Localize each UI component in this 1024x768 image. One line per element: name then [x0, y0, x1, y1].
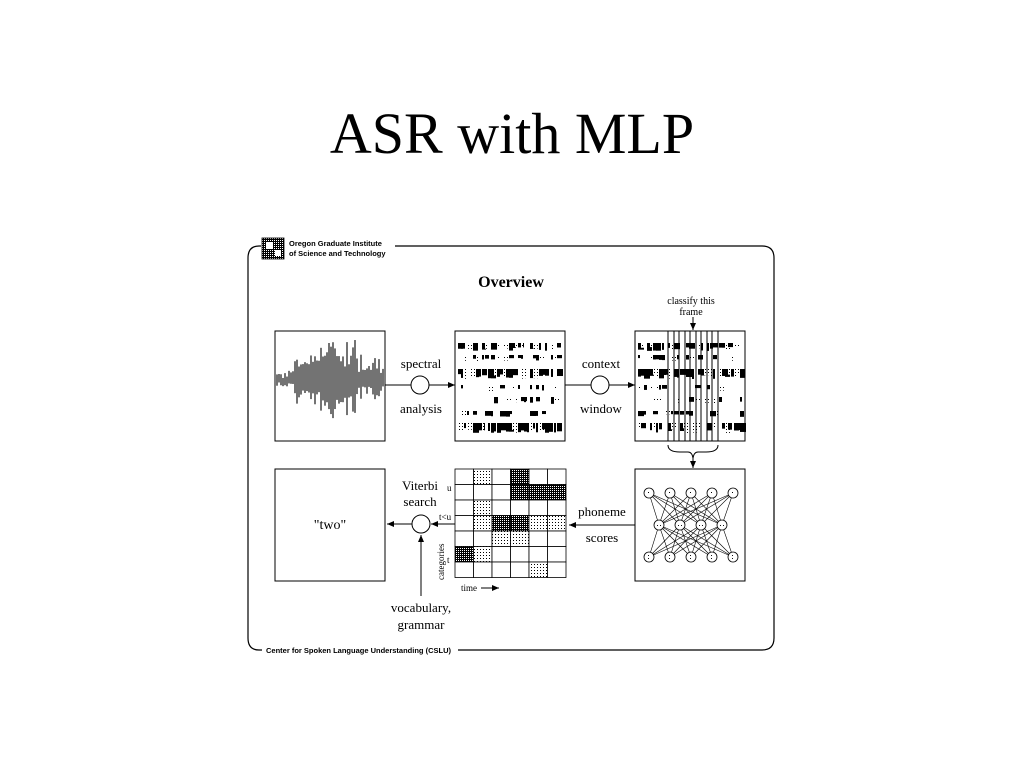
context-label: context — [582, 356, 621, 371]
analysis-label: analysis — [400, 401, 442, 416]
context-window-bars — [667, 330, 719, 442]
spectral-label: spectral — [401, 356, 442, 371]
output-word: "two" — [314, 518, 346, 533]
row-label-tcu: t<u — [439, 512, 452, 522]
grammar-label: grammar — [398, 617, 446, 632]
windowed-spectrogram-pattern — [638, 343, 746, 433]
time-axis-label: time — [461, 583, 477, 593]
context-window-node — [590, 375, 610, 395]
mlp-network-panel — [634, 468, 746, 582]
classify-label-line1: classify this — [667, 296, 715, 307]
waveform-signal — [276, 340, 384, 419]
viterbi-label: Viterbi — [402, 478, 438, 493]
scores-label: scores — [586, 530, 619, 545]
outer-frame — [247, 245, 775, 651]
search-label: search — [403, 494, 437, 509]
window-brace — [667, 444, 719, 459]
row-label-u: u — [447, 483, 452, 493]
output-word-panel — [274, 468, 386, 582]
header-line2: of Science and Technology — [289, 249, 386, 258]
phoneme-score-grid — [454, 468, 567, 578]
classify-label-line2: frame — [679, 307, 703, 318]
phoneme-label: phoneme — [578, 504, 626, 519]
row-label-t: t — [447, 555, 450, 565]
ogi-logo-icon — [261, 237, 285, 260]
spectrogram-pattern — [458, 343, 563, 433]
slide-title: ASR with MLP — [329, 101, 695, 166]
viterbi-search-node — [411, 514, 431, 534]
window-label: window — [580, 401, 623, 416]
footer-label: Center for Spoken Language Understanding… — [266, 646, 452, 655]
header-line1: Oregon Graduate Institute — [289, 239, 382, 248]
mlp-network-graph — [643, 487, 739, 563]
diagram-title: Overview — [478, 274, 544, 291]
categories-axis-label: categories — [436, 543, 446, 580]
spectral-analysis-node — [410, 375, 430, 395]
vocabulary-label: vocabulary, — [391, 600, 451, 615]
